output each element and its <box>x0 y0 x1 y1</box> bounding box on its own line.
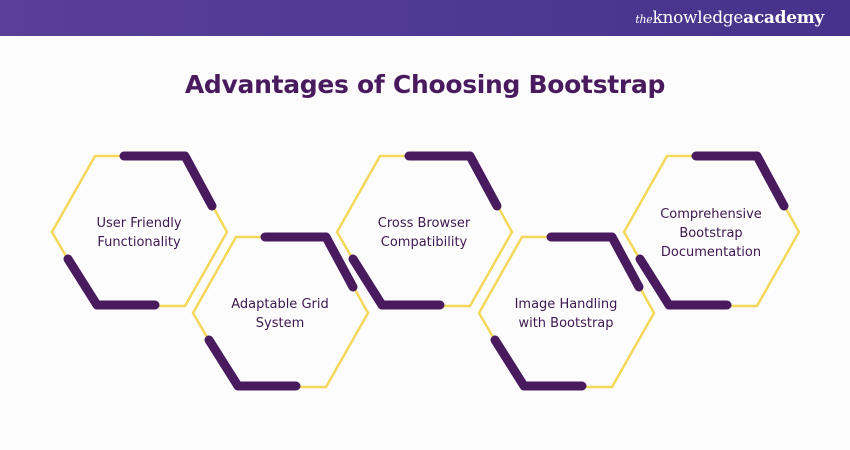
hexagon-label-3: Cross Browser Compatibility <box>349 214 499 252</box>
label-line: Bootstrap <box>679 226 743 241</box>
label-line: Functionality <box>97 235 181 250</box>
label-line: User Friendly <box>96 216 182 231</box>
hexagon-label-1: User Friendly Functionality <box>64 214 214 252</box>
label-line: Comprehensive <box>660 207 762 222</box>
brand-logo: theknowledgeacademy <box>635 8 824 28</box>
hexagon-label-4: Image Handling with Bootstrap <box>491 295 641 333</box>
brand-prefix: the <box>635 13 653 26</box>
page-title: Advantages of Choosing Bootstrap <box>184 70 666 99</box>
label-line: with Bootstrap <box>518 316 614 331</box>
hexagon-label-2: Adaptable Grid System <box>205 295 355 333</box>
brand-suffix: academy <box>743 8 824 28</box>
label-line: Image Handling <box>514 297 618 312</box>
label-line: Documentation <box>660 245 762 260</box>
brand-main: knowledge <box>652 8 744 28</box>
header-bar: theknowledgeacademy <box>0 0 850 36</box>
hexagon-label-5: Comprehensive Bootstrap Documentation <box>636 205 786 262</box>
label-line: Adaptable Grid <box>231 297 329 312</box>
label-line: Cross Browser <box>377 216 471 231</box>
label-line: Compatibility <box>380 235 468 250</box>
label-line: System <box>255 316 305 331</box>
